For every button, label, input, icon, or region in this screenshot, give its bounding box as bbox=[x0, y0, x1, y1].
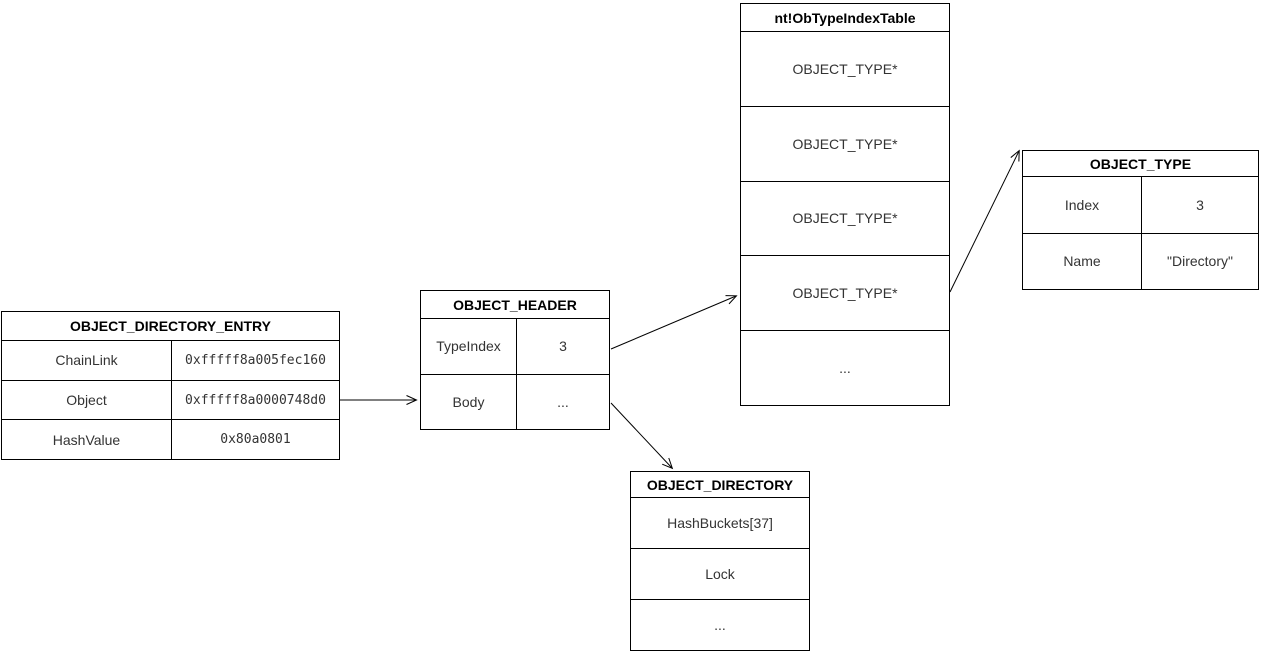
row-label: TypeIndex bbox=[421, 319, 517, 374]
table-row: Body ... bbox=[421, 374, 609, 429]
table-row: OBJECT_TYPE* bbox=[741, 107, 949, 182]
table-row: OBJECT_TYPE* bbox=[741, 182, 949, 257]
row-value: ... bbox=[839, 360, 851, 377]
row-value: OBJECT_TYPE* bbox=[792, 135, 898, 152]
table-row: HashValue 0x80a0801 bbox=[2, 420, 339, 460]
table-row: ... bbox=[631, 600, 809, 650]
row-value: ... bbox=[714, 617, 726, 633]
row-label: Index bbox=[1023, 177, 1142, 233]
table-row: ChainLink 0xfffff8a005fec160 bbox=[2, 341, 339, 381]
table-title: nt!ObTypeIndexTable bbox=[741, 4, 949, 32]
row-label: Body bbox=[421, 374, 517, 429]
row-value: OBJECT_TYPE* bbox=[792, 285, 898, 302]
table-object-header: OBJECT_HEADER TypeIndex 3 Body ... bbox=[420, 290, 610, 430]
row-value: HashBuckets[37] bbox=[667, 515, 773, 531]
table-row: Name "Directory" bbox=[1023, 233, 1258, 289]
table-title: OBJECT_HEADER bbox=[421, 291, 609, 319]
row-value: 0x80a0801 bbox=[220, 432, 291, 448]
table-object-type: OBJECT_TYPE Index 3 Name "Directory" bbox=[1022, 150, 1259, 290]
table-row: ... bbox=[741, 331, 949, 405]
table-object-directory-entry: OBJECT_DIRECTORY_ENTRY ChainLink 0xfffff… bbox=[1, 311, 340, 460]
table-title: OBJECT_DIRECTORY bbox=[631, 472, 809, 498]
row-label: Name bbox=[1023, 233, 1142, 289]
table-row: TypeIndex 3 bbox=[421, 319, 609, 375]
row-value: 3 bbox=[1196, 196, 1204, 213]
table-row: OBJECT_TYPE* bbox=[741, 32, 949, 107]
row-value: Lock bbox=[705, 566, 735, 582]
arrow-type-index-table-to-object-type bbox=[949, 149, 1020, 293]
table-ob-type-index-table: nt!ObTypeIndexTable OBJECT_TYPE* OBJECT_… bbox=[740, 3, 950, 406]
row-label: HashValue bbox=[2, 420, 172, 460]
row-value: 3 bbox=[559, 338, 567, 355]
row-value: ... bbox=[557, 393, 569, 410]
table-title: OBJECT_TYPE bbox=[1023, 151, 1258, 177]
row-value: 0xfffff8a0000748d0 bbox=[185, 392, 326, 408]
row-value: OBJECT_TYPE* bbox=[792, 60, 898, 77]
row-label: ChainLink bbox=[2, 341, 172, 380]
table-row: OBJECT_TYPE* bbox=[741, 256, 949, 332]
table-row: Object 0xfffff8a0000748d0 bbox=[2, 380, 339, 421]
arrow-body-to-object-directory bbox=[610, 402, 674, 470]
table-row: Lock bbox=[631, 549, 809, 600]
table-row: HashBuckets[37] bbox=[631, 498, 809, 549]
row-label: Object bbox=[2, 380, 172, 420]
table-row: Index 3 bbox=[1023, 177, 1258, 234]
arrow-typeindex-to-type-index-table bbox=[610, 295, 738, 350]
table-object-directory: OBJECT_DIRECTORY HashBuckets[37] Lock ..… bbox=[630, 471, 810, 651]
row-value: 0xfffff8a005fec160 bbox=[185, 352, 326, 368]
row-value: "Directory" bbox=[1167, 253, 1233, 270]
row-value: OBJECT_TYPE* bbox=[792, 210, 898, 227]
table-title: OBJECT_DIRECTORY_ENTRY bbox=[2, 312, 339, 341]
